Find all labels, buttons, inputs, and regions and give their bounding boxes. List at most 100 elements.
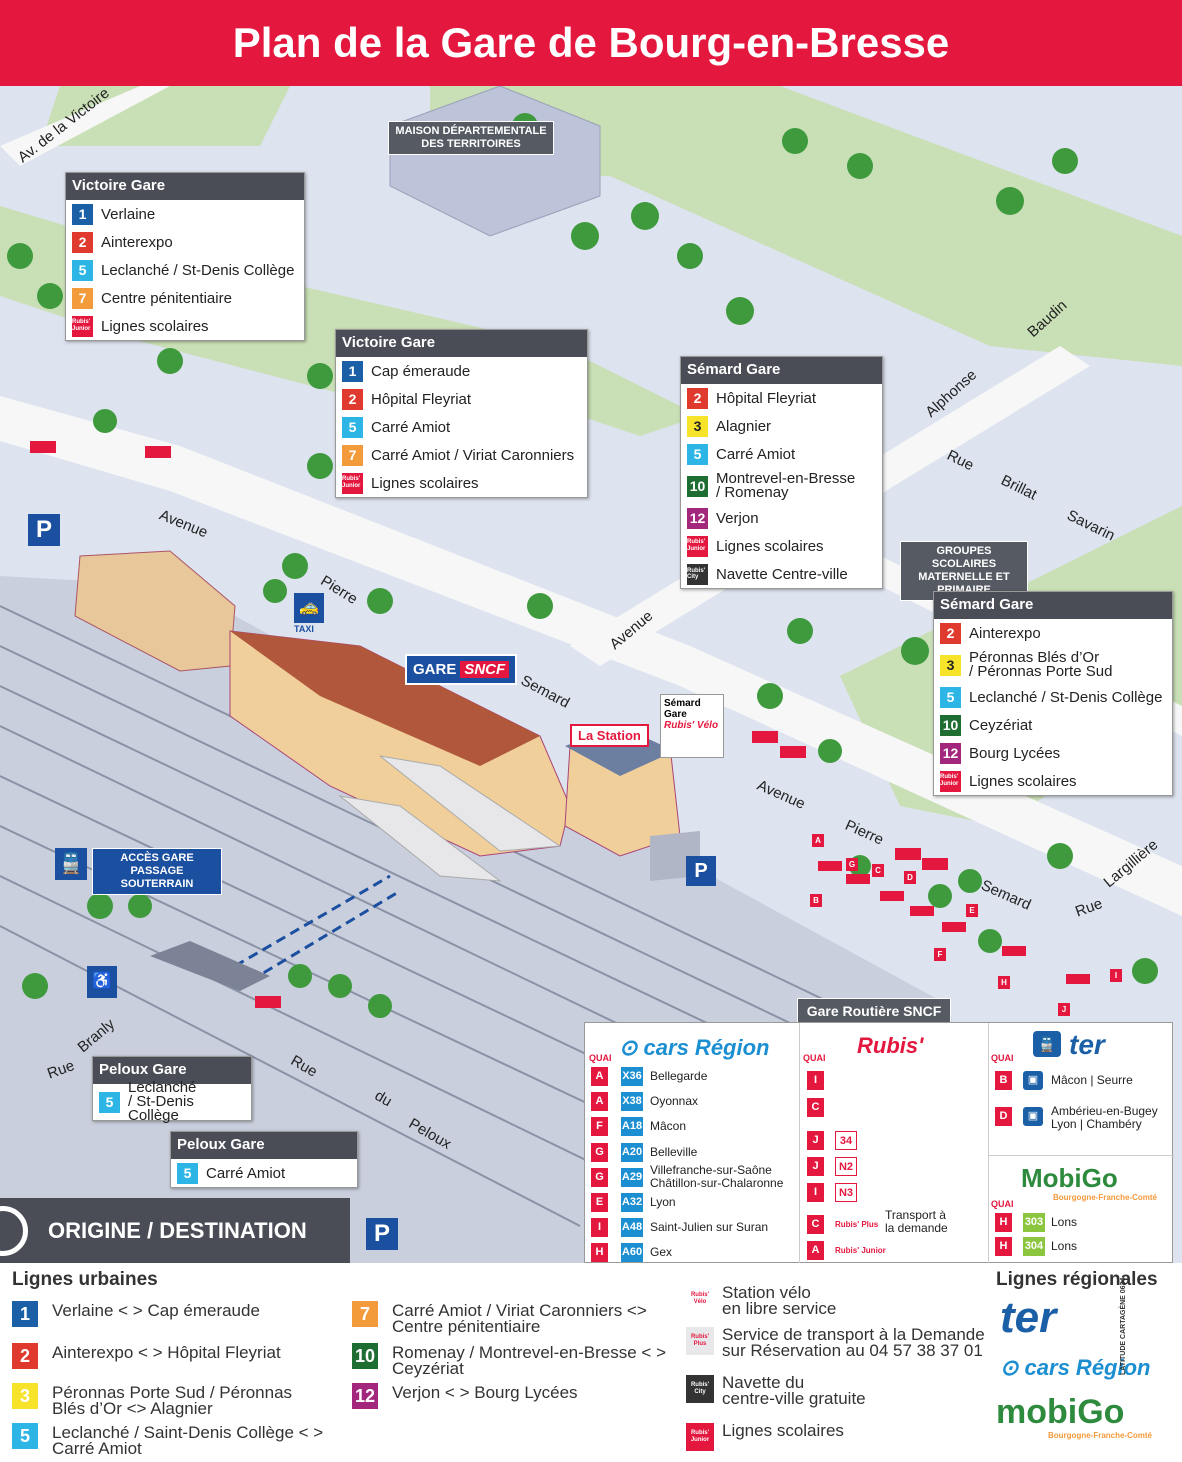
quai-cell: B	[995, 1071, 1012, 1090]
line-cell: 304	[1023, 1237, 1045, 1256]
stop-line-label: Cap émeraude	[371, 362, 471, 380]
mobigo-brand-subtitle: Bourgogne-Franche-Comté	[1048, 1431, 1152, 1440]
stop-title: Peloux Gare	[93, 1057, 251, 1084]
destination: Gex	[650, 1245, 673, 1260]
stop-title: Victoire Gare	[66, 173, 304, 200]
stop-line-label: Carré Amiot	[371, 418, 451, 436]
road	[0, 396, 1182, 916]
line-cell: 34	[835, 1131, 857, 1150]
stop-line-label: Carré Amiot	[716, 445, 796, 463]
quai-label: QUAI	[991, 1199, 1014, 1209]
stop-line-label: Bourg Lycées	[969, 744, 1061, 762]
quai-cell: H	[995, 1213, 1012, 1232]
line-badge-icon: 5	[177, 1162, 198, 1184]
quai-marker: C	[872, 864, 884, 877]
legend-line-label: Péronnas Porte Sud / Péronnas Blés d’Or …	[52, 1383, 293, 1418]
underground-passage	[234, 874, 391, 968]
semard-velo-sign: Sémard Gare Rubis' Vélo	[660, 694, 724, 758]
divider	[799, 1023, 800, 1264]
green-area	[40, 86, 290, 146]
stop-line-row: 5 Carré Amiot	[171, 1159, 357, 1187]
destination: Transport à la demande	[885, 1208, 948, 1235]
line-cell: A48	[621, 1218, 643, 1238]
platform-canopy	[338, 795, 502, 882]
line-badge-icon: Rubis' Junior	[342, 472, 363, 494]
line-cell: A18	[621, 1117, 643, 1137]
line-badge-icon: 3	[12, 1383, 38, 1409]
legend-line-label: Leclanché / Saint-Denis Collège < > Carr…	[52, 1423, 324, 1458]
line-cell: A29	[621, 1167, 643, 1187]
legend-service-label: Navette du centre-ville gratuite	[722, 1373, 866, 1408]
quai-cell: D	[995, 1107, 1012, 1126]
mobigo-subtitle: Bourgogne-Franche-Comté	[1053, 1193, 1157, 1202]
quai-marker: A	[812, 834, 824, 847]
line-badge-icon: 5	[72, 259, 93, 281]
stop-line-label: Montrevel-en-Bresse / Romenay	[716, 470, 856, 501]
origine-label: ORIGINE / DESTINATION	[48, 1218, 307, 1243]
stop-title: Sémard Gare	[934, 592, 1172, 619]
destination: Ambérieu-en-Bugey Lyon | Chambéry	[1051, 1104, 1158, 1131]
quai-cell: H	[591, 1243, 608, 1263]
stop-line-row: 1 Cap émeraude	[336, 357, 587, 385]
legend-line-row: 3 Péronnas Porte Sud / Péronnas Blés d’Or…	[12, 1383, 292, 1417]
station-map[interactable]: Av. de la Victoire Avenue Pierre Semard …	[0, 86, 1182, 1263]
origine-destination-banner: ORIGINE / DESTINATION	[0, 1198, 350, 1263]
stop-title: Sémard Gare	[681, 357, 882, 384]
line-cell: Rubis' Junior	[835, 1246, 886, 1255]
line-badge-icon: 2	[72, 231, 93, 253]
line-badge-icon: Rubis' Junior	[687, 535, 708, 557]
line-badge-icon: 5	[342, 416, 363, 438]
quai-marker: G	[846, 858, 858, 871]
mobigo-brand-logo: mobiGo	[996, 1393, 1125, 1431]
quai-cell: A	[591, 1067, 608, 1086]
quai-marker: H	[998, 976, 1010, 989]
ter-brand-logo: ter	[1000, 1293, 1057, 1342]
circle-icon	[0, 1206, 28, 1256]
quai-marker: D	[904, 871, 916, 884]
gare-routiere-title: Gare Routière SNCF	[797, 998, 951, 1024]
line-badge-icon: 10	[352, 1343, 378, 1369]
line-badge-icon: 1	[72, 203, 93, 225]
stop-line-label: Centre pénitentiaire	[101, 289, 232, 307]
line-cell: 303	[1023, 1213, 1045, 1232]
quai-cell: F	[591, 1117, 608, 1137]
line-badge-icon: 1	[342, 360, 363, 382]
credit-label: LATITUDE CARTAGÈNE 0624	[1120, 1277, 1127, 1375]
quai-cell: C	[807, 1215, 824, 1234]
line-badge-icon: 7	[342, 444, 363, 466]
ter-logo: ter	[1069, 1029, 1105, 1060]
stop-line-label: Alagnier	[716, 417, 772, 435]
rubis-logo: Rubis'	[857, 1033, 924, 1058]
stop-line-row: 5 Carré Amiot	[336, 413, 587, 441]
line-cell: A32	[621, 1193, 643, 1212]
quai-cell: G	[591, 1167, 608, 1187]
taxi-icon: 🚕	[294, 593, 324, 623]
cars-region-logo: ⊙ cars Région	[619, 1035, 770, 1060]
legend-line-label: Verjon < > Bourg Lycées	[392, 1383, 578, 1402]
green-area	[430, 86, 1182, 366]
train-icon: 🚆	[1033, 1031, 1061, 1057]
legend-service-label: Lignes scolaires	[722, 1421, 844, 1440]
stop-line-label: Carré Amiot	[206, 1164, 286, 1182]
stop-line-label: Hôpital Fleyriat	[716, 389, 817, 407]
quai-marker: B	[810, 894, 822, 907]
station-roof	[230, 631, 540, 766]
rubis-velo-logo: Rubis' Vélo	[664, 720, 719, 731]
